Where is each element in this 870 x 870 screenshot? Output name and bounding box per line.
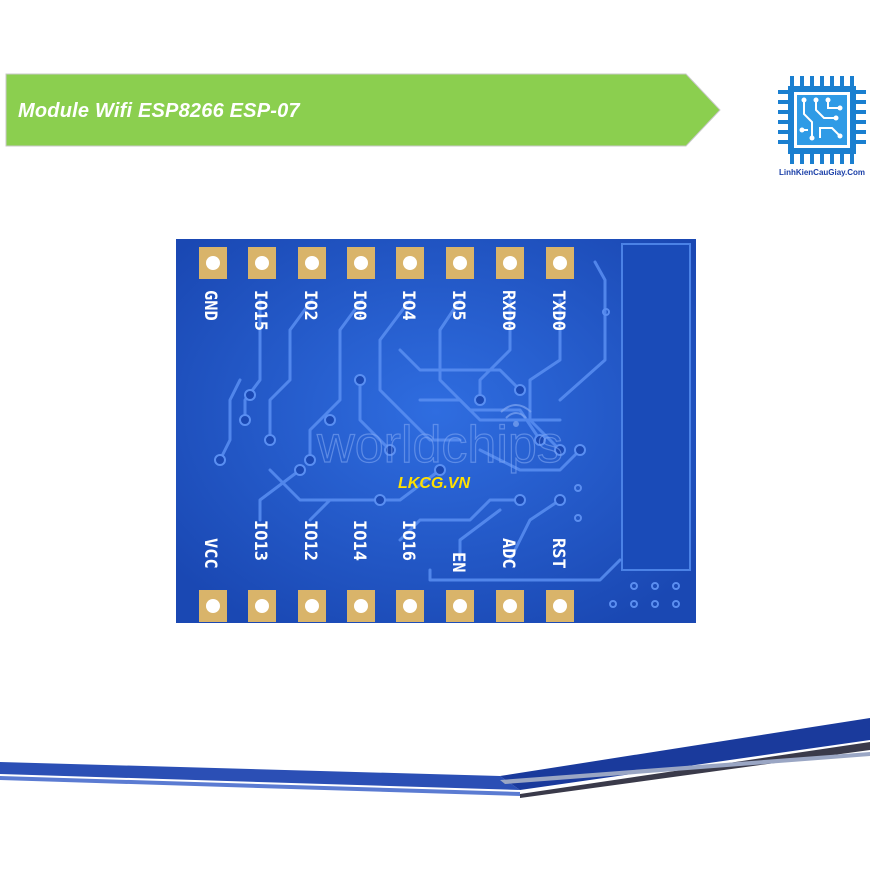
circuit-chip-icon	[778, 76, 866, 164]
pin-label-bottom: IO12	[300, 520, 320, 561]
pin-label-top: IO4	[398, 290, 418, 321]
pcb-board	[176, 239, 696, 623]
logo-caption: LinhKienCauGiay.Com	[778, 168, 866, 177]
pin-label-top: RXD0	[498, 290, 518, 331]
footer-stripes	[0, 718, 870, 798]
pin-label-bottom: IO16	[398, 520, 418, 561]
bottom-pin-labels: VCC IO13 IO12 IO14 IO16 EN ADC RST	[200, 520, 568, 572]
watermark-text: LKCG.VN	[398, 475, 470, 492]
pin-label-top: IO2	[300, 290, 320, 321]
pin-label-top: IO0	[349, 290, 369, 321]
brand-logo: LinhKienCauGiay.Com	[776, 74, 868, 184]
bottom-pin-pads	[199, 590, 574, 622]
faint-brand-text: worldchips	[316, 416, 563, 474]
pin-label-top: IO15	[250, 290, 270, 331]
pin-label-bottom: ADC	[498, 538, 518, 569]
pin-label-bottom: RST	[548, 538, 568, 569]
wifi-icon	[500, 404, 532, 427]
pin-label-bottom: VCC	[200, 538, 220, 569]
top-pin-pads	[199, 247, 574, 279]
top-pin-labels: GND IO15 IO2 IO0 IO4 IO5 RXD0 TXD0	[200, 290, 568, 331]
banner-title: Module Wifi ESP8266 ESP-07	[18, 100, 300, 122]
pin-label-top: TXD0	[548, 290, 568, 331]
pcb-vias	[214, 374, 586, 506]
header-banner	[5, 73, 721, 147]
pin-label-top: IO5	[448, 290, 468, 321]
pin-label-top: GND	[200, 290, 220, 321]
pin-label-bottom: EN	[448, 552, 468, 572]
pin-label-bottom: IO13	[250, 520, 270, 561]
pin-label-bottom: IO14	[349, 520, 369, 561]
antenna-area	[621, 243, 691, 571]
pcb-traces	[218, 260, 622, 582]
